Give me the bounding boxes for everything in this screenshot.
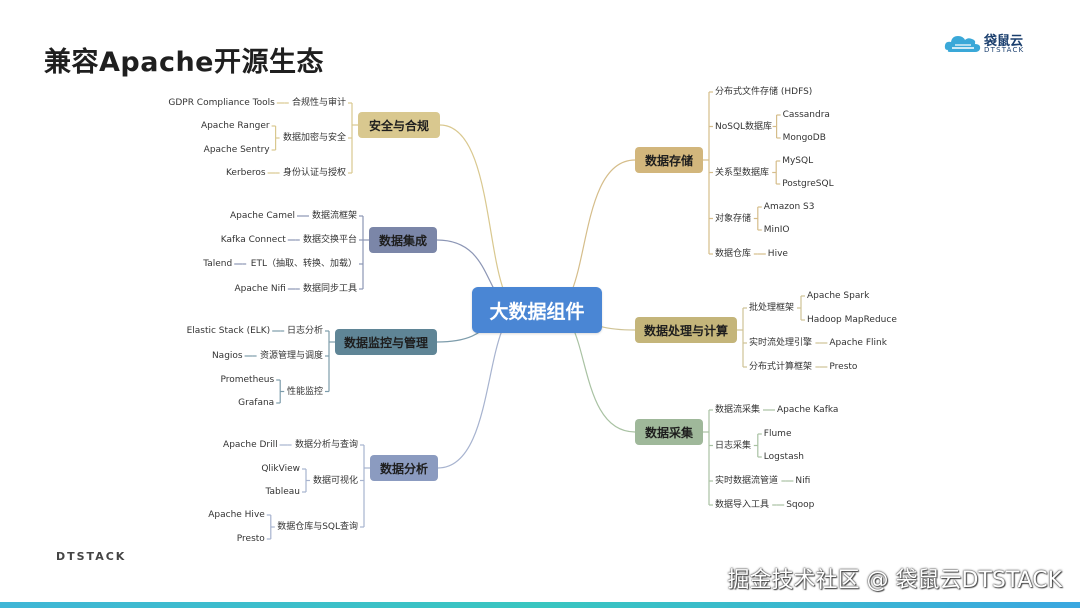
category-label[interactable]: 数据流采集 — [715, 405, 761, 415]
component-label[interactable]: Hive — [767, 249, 788, 259]
component-label[interactable]: MinIO — [763, 225, 790, 235]
component-label[interactable]: Amazon S3 — [763, 202, 815, 212]
root-node[interactable]: 大数据组件 — [472, 287, 602, 333]
component-label[interactable]: PostgreSQL — [782, 179, 834, 189]
category-label[interactable]: 分布式计算框架 — [749, 362, 813, 372]
category-label[interactable]: 对象存储 — [715, 213, 752, 224]
category-label[interactable]: 分布式文件存储 (HDFS) — [715, 87, 813, 97]
category-label[interactable]: NoSQL数据库 — [715, 121, 773, 132]
category-label[interactable]: 身份认证与授权 — [282, 168, 346, 178]
component-label[interactable]: Logstash — [763, 452, 804, 462]
category-label[interactable]: 合规性与审计 — [291, 98, 346, 108]
component-label[interactable]: Elastic Stack (ELK) — [186, 326, 271, 336]
category-label[interactable]: 性能监控 — [286, 386, 323, 397]
category-label[interactable]: 数据流框架 — [311, 211, 357, 221]
component-label[interactable]: QlikView — [261, 464, 300, 474]
component-label[interactable]: Apache Sentry — [203, 145, 270, 155]
branch-node[interactable]: 数据集成 — [369, 227, 437, 253]
category-label[interactable]: 数据导入工具 — [715, 500, 770, 510]
category-label[interactable]: 关系型数据库 — [715, 167, 770, 178]
component-label[interactable]: Apache Ranger — [200, 121, 270, 131]
component-label[interactable]: Presto — [829, 362, 858, 372]
branch-node[interactable]: 数据监控与管理 — [335, 329, 437, 355]
footer-logo: DTSTACK — [56, 550, 127, 563]
component-label[interactable]: Nagios — [211, 351, 243, 361]
category-label[interactable]: 数据分析与查询 — [294, 440, 358, 450]
component-label[interactable]: Grafana — [238, 398, 275, 408]
branch-node[interactable]: 数据处理与计算 — [635, 317, 737, 343]
component-label[interactable]: Kerberos — [225, 168, 266, 178]
root-link — [437, 309, 523, 469]
component-label[interactable]: Kafka Connect — [220, 235, 286, 245]
category-label[interactable]: 实时流处理引擎 — [749, 338, 813, 348]
component-label[interactable]: Sqoop — [786, 500, 815, 510]
branch-node[interactable]: 数据分析 — [370, 455, 438, 481]
watermark: 掘金技术社区 @ 袋鼠云DTSTACK — [727, 568, 1062, 593]
slide-title: 兼容Apache开源生态 — [44, 47, 324, 78]
component-label[interactable]: Flume — [763, 429, 792, 439]
dtstack-logo: 袋鼠云 DTSTACK — [944, 30, 1034, 56]
branch-node[interactable]: 数据存储 — [635, 147, 703, 173]
cloud-icon — [944, 36, 981, 52]
component-label[interactable]: MongoDB — [782, 133, 826, 143]
component-label[interactable]: Apache Camel — [229, 211, 295, 221]
component-label[interactable]: Cassandra — [782, 110, 830, 120]
component-label[interactable]: Hadoop MapReduce — [807, 315, 897, 325]
component-label[interactable]: Presto — [236, 534, 265, 544]
component-label[interactable]: GDPR Compliance Tools — [168, 98, 275, 108]
category-label[interactable]: 批处理框架 — [749, 303, 795, 313]
category-label[interactable]: 数据仓库与SQL查询 — [277, 522, 358, 532]
branch-node[interactable]: 数据采集 — [635, 419, 703, 445]
category-label[interactable]: 日志采集 — [715, 440, 752, 451]
category-label[interactable]: 数据加密与安全 — [282, 133, 346, 143]
component-label[interactable]: Apache Drill — [223, 440, 278, 450]
category-label[interactable]: 数据仓库 — [715, 249, 752, 259]
component-label[interactable]: Apache Nifi — [234, 284, 286, 294]
logo-cn: 袋鼠云 — [984, 34, 1024, 49]
component-label[interactable]: Apache Flink — [829, 338, 887, 348]
component-label[interactable]: Apache Hive — [208, 510, 265, 520]
component-label[interactable]: Talend — [203, 259, 233, 269]
component-label[interactable]: MySQL — [782, 156, 814, 166]
category-label[interactable]: 实时数据流管道 — [715, 476, 779, 486]
category-label[interactable]: ETL（抽取、转换、加载） — [250, 259, 357, 269]
category-label[interactable]: 数据同步工具 — [302, 284, 357, 294]
category-label[interactable]: 资源管理与调度 — [259, 351, 323, 361]
category-label[interactable]: 数据可视化 — [312, 475, 358, 486]
logo-en: DTSTACK — [984, 46, 1025, 54]
component-label[interactable]: Apache Kafka — [777, 405, 839, 415]
category-label[interactable]: 日志分析 — [286, 326, 323, 336]
component-label[interactable]: Apache Spark — [807, 291, 870, 301]
component-label[interactable]: Prometheus — [220, 375, 275, 385]
root-link — [439, 124, 523, 311]
category-label[interactable]: 数据交换平台 — [302, 235, 357, 245]
component-label[interactable]: Tableau — [265, 487, 301, 497]
component-label[interactable]: Nifi — [795, 476, 811, 486]
branch-node[interactable]: 安全与合规 — [358, 112, 440, 138]
bottom-accent-bar — [0, 602, 1080, 608]
